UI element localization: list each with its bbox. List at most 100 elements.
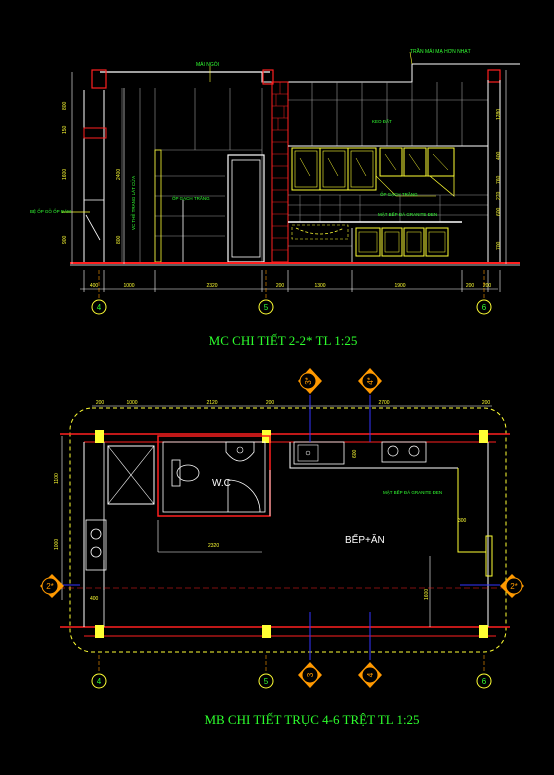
dim-left-800: 800 bbox=[62, 101, 68, 110]
burner-2 bbox=[408, 445, 420, 457]
kitchen-counter-front bbox=[289, 442, 458, 469]
cooktop bbox=[381, 441, 427, 463]
floor-plan: 200 1000 2120 200 2700 200 bbox=[40, 368, 524, 727]
dim-right-270: 270 bbox=[496, 191, 502, 200]
plan-dims-misc: 2320 600 300 1600 bbox=[208, 449, 467, 600]
left-sink-1 bbox=[90, 528, 102, 540]
brick-hatch bbox=[272, 82, 288, 251]
left-shelf-beam bbox=[83, 127, 107, 139]
kitchen-sink bbox=[293, 441, 345, 465]
section-axis-4: 4 bbox=[91, 270, 107, 315]
plan-dims-top: 200 1000 2120 200 2700 200 bbox=[96, 400, 491, 406]
ceiling-leader bbox=[409, 51, 413, 65]
dim-bottom-1900: 1900 bbox=[394, 283, 405, 289]
grid-marker-3-top: 3* bbox=[298, 368, 322, 394]
sink-basin bbox=[295, 227, 345, 235]
burner-1 bbox=[387, 445, 399, 457]
plan-dim-top-200c: 200 bbox=[482, 400, 491, 406]
backsplash-tiles bbox=[288, 194, 488, 222]
kitchen-sink-drain bbox=[305, 450, 311, 456]
label-mai-ngoi: MÁI NGÓI bbox=[196, 61, 219, 68]
label-mat-bep-section: MẶT BẾP ĐÁ GRANITE ĐEN bbox=[378, 211, 437, 217]
dim-bottom-200: 200 bbox=[276, 283, 285, 289]
plan-dim-left-1000: 1000 bbox=[54, 539, 60, 550]
grid-marker-3-bottom: 3 bbox=[298, 662, 322, 688]
grid-marker-3-top-label: 3* bbox=[304, 377, 313, 385]
dims-right: 1280 400 760 270 600 700 bbox=[496, 109, 502, 250]
brick-column bbox=[271, 81, 289, 263]
dim-left-2400: 2400 bbox=[116, 169, 122, 180]
section-marker-right: 2* bbox=[500, 574, 524, 598]
plan-dims-left: 1100 1000 400 bbox=[54, 473, 99, 602]
label-bo-op-go: BỆ ỐP GỖ ỐP ĐÁM bbox=[30, 207, 71, 214]
wc-room-walls bbox=[157, 435, 271, 517]
kitchen-end-panel bbox=[485, 535, 493, 577]
label-vc-the: VC THẺ TRANG LÁT CỬA bbox=[130, 176, 136, 230]
dim-ticks-bottom bbox=[83, 270, 501, 292]
label-mat-bep-plan: MẶT BẾP ĐÁ GRANITE ĐEN bbox=[383, 489, 442, 495]
plan-axis-4: 4 bbox=[91, 655, 107, 689]
toilet-bowl bbox=[176, 464, 200, 482]
shower-cross-2 bbox=[107, 445, 155, 505]
dim-right-700: 700 bbox=[496, 241, 502, 250]
section-marker-left: 2* bbox=[40, 574, 64, 598]
toilet-tank bbox=[171, 459, 181, 487]
grid-marker-4-top-label: 4* bbox=[366, 377, 375, 385]
grid-marker-4-bottom: 4 bbox=[358, 662, 382, 688]
dim-left-900: 900 bbox=[62, 235, 68, 244]
dim-bottom-2320: 2320 bbox=[206, 283, 217, 289]
kitchen-counter-return bbox=[457, 468, 486, 553]
dim-right-1280: 1280 bbox=[496, 109, 502, 120]
dim-left-1600: 1600 bbox=[62, 169, 68, 180]
section-marker-right-label: 2* bbox=[510, 582, 518, 591]
sink-outline bbox=[291, 224, 349, 240]
wc-tile-panel bbox=[121, 88, 263, 262]
section-title: MC CHI TIẾT 2-2* TL 1:25 bbox=[209, 333, 358, 348]
section-marker-left-label: 2* bbox=[46, 582, 54, 591]
dim-bottom-1300: 1300 bbox=[314, 283, 325, 289]
kitchen-sink-bowl bbox=[297, 444, 319, 462]
shower-tray bbox=[107, 445, 155, 505]
plan-dim-top-200: 200 bbox=[96, 400, 105, 406]
right-beam bbox=[487, 69, 501, 83]
grid-marker-3-bottom-label: 3 bbox=[306, 672, 315, 677]
upper-cabinets bbox=[291, 147, 455, 197]
section-axis-4-label: 4 bbox=[97, 303, 102, 312]
dim-bottom-400: 400 bbox=[90, 283, 99, 289]
plan-dim-left-1100: 1100 bbox=[54, 473, 60, 484]
room-label-kitchen: BẾP+ĂN bbox=[345, 533, 385, 546]
dim-left-800b: 800 bbox=[116, 235, 122, 244]
dim-bottom-200c: 200 bbox=[483, 283, 492, 289]
wc-tile-edge bbox=[154, 149, 162, 263]
dim-left-150: 150 bbox=[62, 125, 68, 134]
plan-dim-top-2120: 2120 bbox=[206, 400, 217, 406]
plan-dim-2320: 2320 bbox=[208, 543, 219, 549]
wc-room-inner bbox=[162, 441, 266, 513]
plan-dim-top-200b: 200 bbox=[266, 400, 275, 406]
dims-left: 800 150 1600 900 2400 800 bbox=[62, 101, 122, 244]
dim-right-600: 600 bbox=[496, 207, 502, 216]
wc-basin bbox=[225, 441, 255, 462]
plan-axis-5-label: 5 bbox=[264, 677, 269, 686]
wc-door-frame bbox=[227, 154, 265, 263]
label-keo-dat: KEO ĐẤT bbox=[372, 118, 392, 124]
plan-boundary bbox=[69, 407, 507, 653]
dim-right-400: 400 bbox=[496, 151, 502, 160]
lower-cabinets bbox=[355, 227, 449, 257]
plan-dim-600: 600 bbox=[352, 449, 358, 458]
section-elevation: MÁI NGÓI TRẦN MÁI MẠ HƠN NHẠT KEO ĐẤT BỆ… bbox=[30, 48, 520, 348]
section-axis-6: 6 bbox=[476, 270, 492, 315]
dim-bottom-1000: 1000 bbox=[123, 283, 134, 289]
counter-bracket bbox=[85, 214, 101, 241]
wc-door-leaf bbox=[231, 159, 261, 258]
label-op-gach-2: ỐP GẠCH TRẮNG bbox=[380, 190, 418, 197]
label-tran-mai: TRẦN MÁI MẠ HƠN NHẠT bbox=[410, 48, 471, 55]
dim-right-760: 760 bbox=[496, 175, 502, 184]
section-roof-line bbox=[261, 63, 520, 83]
plan-title: MB CHI TIẾT TRỤC 4-6 TRỆT TL 1:25 bbox=[204, 712, 419, 727]
room-label-wc: W.C bbox=[212, 478, 231, 489]
basin-drain bbox=[236, 446, 244, 454]
left-sink-2 bbox=[90, 546, 102, 558]
wc-door-swing bbox=[227, 479, 261, 513]
